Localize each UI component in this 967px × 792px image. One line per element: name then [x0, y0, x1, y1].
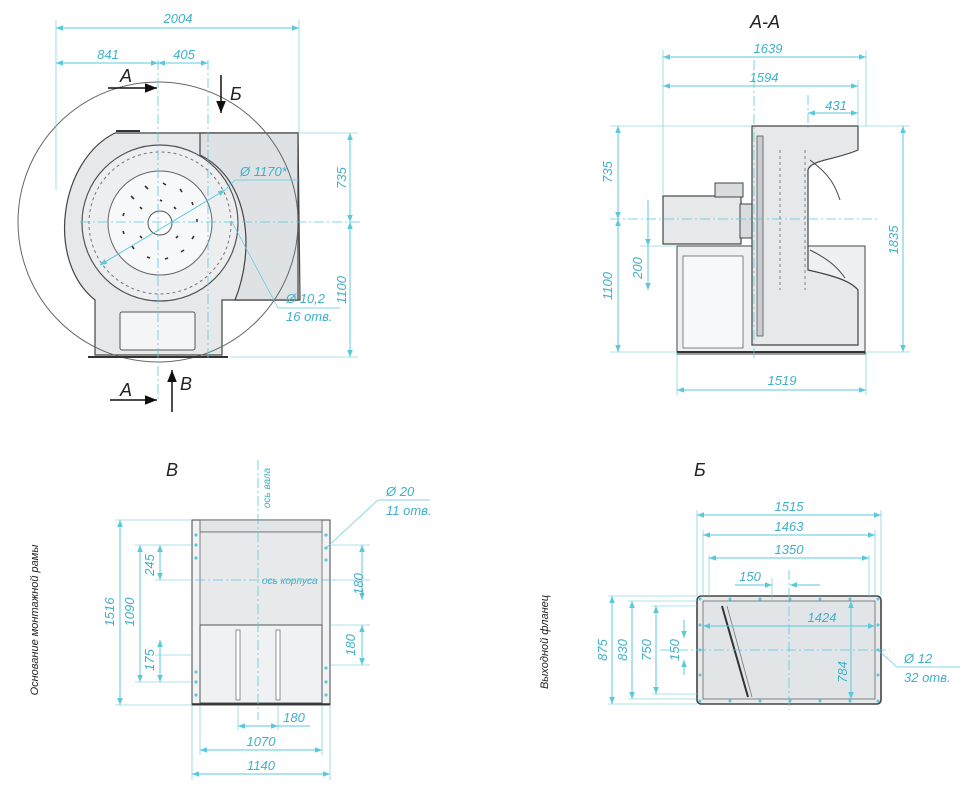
- dim-d1170: Ø 1170*: [239, 164, 288, 179]
- dim-32-holes: 32 отв.: [904, 670, 951, 685]
- section-b-top: Б: [230, 84, 242, 104]
- dim-1070: 1070: [247, 734, 277, 749]
- dim-d20: Ø 20: [385, 484, 415, 499]
- dim-1519: 1519: [768, 373, 797, 388]
- view-v: В Основание монтажной рамы ось вала ось …: [29, 460, 432, 780]
- dim-405: 405: [173, 47, 195, 62]
- hub: [147, 210, 173, 236]
- dim-180-right-a: 180: [351, 572, 366, 594]
- dim-245: 245: [142, 553, 157, 576]
- dim-175: 175: [142, 648, 157, 670]
- dim-875: 875: [595, 638, 610, 660]
- dim-200: 200: [630, 256, 645, 279]
- base-opening: [119, 311, 196, 351]
- view-b-title: Б: [694, 460, 706, 480]
- section-v-bottom: В: [180, 374, 192, 394]
- shaft-axis-label: ось вала: [262, 467, 273, 508]
- dim-735-aa: 735: [600, 160, 615, 182]
- view-v-title: В: [166, 460, 178, 480]
- dim-784: 784: [835, 661, 850, 683]
- dim-1835: 1835: [886, 225, 901, 255]
- dim-1463: 1463: [775, 519, 805, 534]
- view-b: Б Выходной фланец: [539, 460, 960, 710]
- outlet-flange-note: Выходной фланец: [539, 595, 551, 689]
- dim-2004: 2004: [163, 11, 193, 26]
- body-axis-label: ось корпуса: [262, 576, 318, 587]
- dim-1350: 1350: [775, 542, 805, 557]
- section-aa-view: А-А 1639 1594: [600, 12, 910, 395]
- section-aa-title: А-А: [749, 12, 780, 32]
- dim-16-holes: 16 отв.: [286, 309, 333, 324]
- dim-1424: 1424: [808, 610, 837, 625]
- front-view: 2004 841 405 735 1100 Ø 1170* Ø 10,2 16 …: [17, 11, 360, 412]
- dim-1100-front: 1100: [334, 275, 349, 304]
- section-a-top: А: [119, 66, 132, 86]
- dim-1090: 1090: [122, 597, 137, 627]
- dim-750: 750: [639, 638, 654, 660]
- dim-431: 431: [825, 98, 847, 113]
- dim-1516: 1516: [102, 597, 117, 627]
- dim-841: 841: [97, 47, 119, 62]
- dim-1140: 1140: [247, 758, 276, 773]
- motor: [662, 195, 742, 245]
- section-a-bottom: А: [119, 380, 132, 400]
- dim-1515: 1515: [775, 499, 805, 514]
- dim-180-bottom: 180: [283, 710, 305, 725]
- dim-150-top: 150: [739, 569, 761, 584]
- mounting-base-note: Основание монтажной рамы: [29, 545, 41, 696]
- dim-1594: 1594: [750, 70, 779, 85]
- dim-150-vert: 150: [667, 638, 682, 660]
- dim-735-front: 735: [334, 166, 349, 188]
- dim-180-right-b: 180: [343, 633, 358, 655]
- dim-d12: Ø 12: [903, 651, 933, 666]
- dim-d10-2: Ø 10,2: [285, 291, 326, 306]
- dim-11-holes: 11 отв.: [386, 503, 432, 518]
- dim-830: 830: [615, 638, 630, 660]
- dim-1100-aa: 1100: [600, 271, 615, 300]
- dim-1639: 1639: [754, 41, 783, 56]
